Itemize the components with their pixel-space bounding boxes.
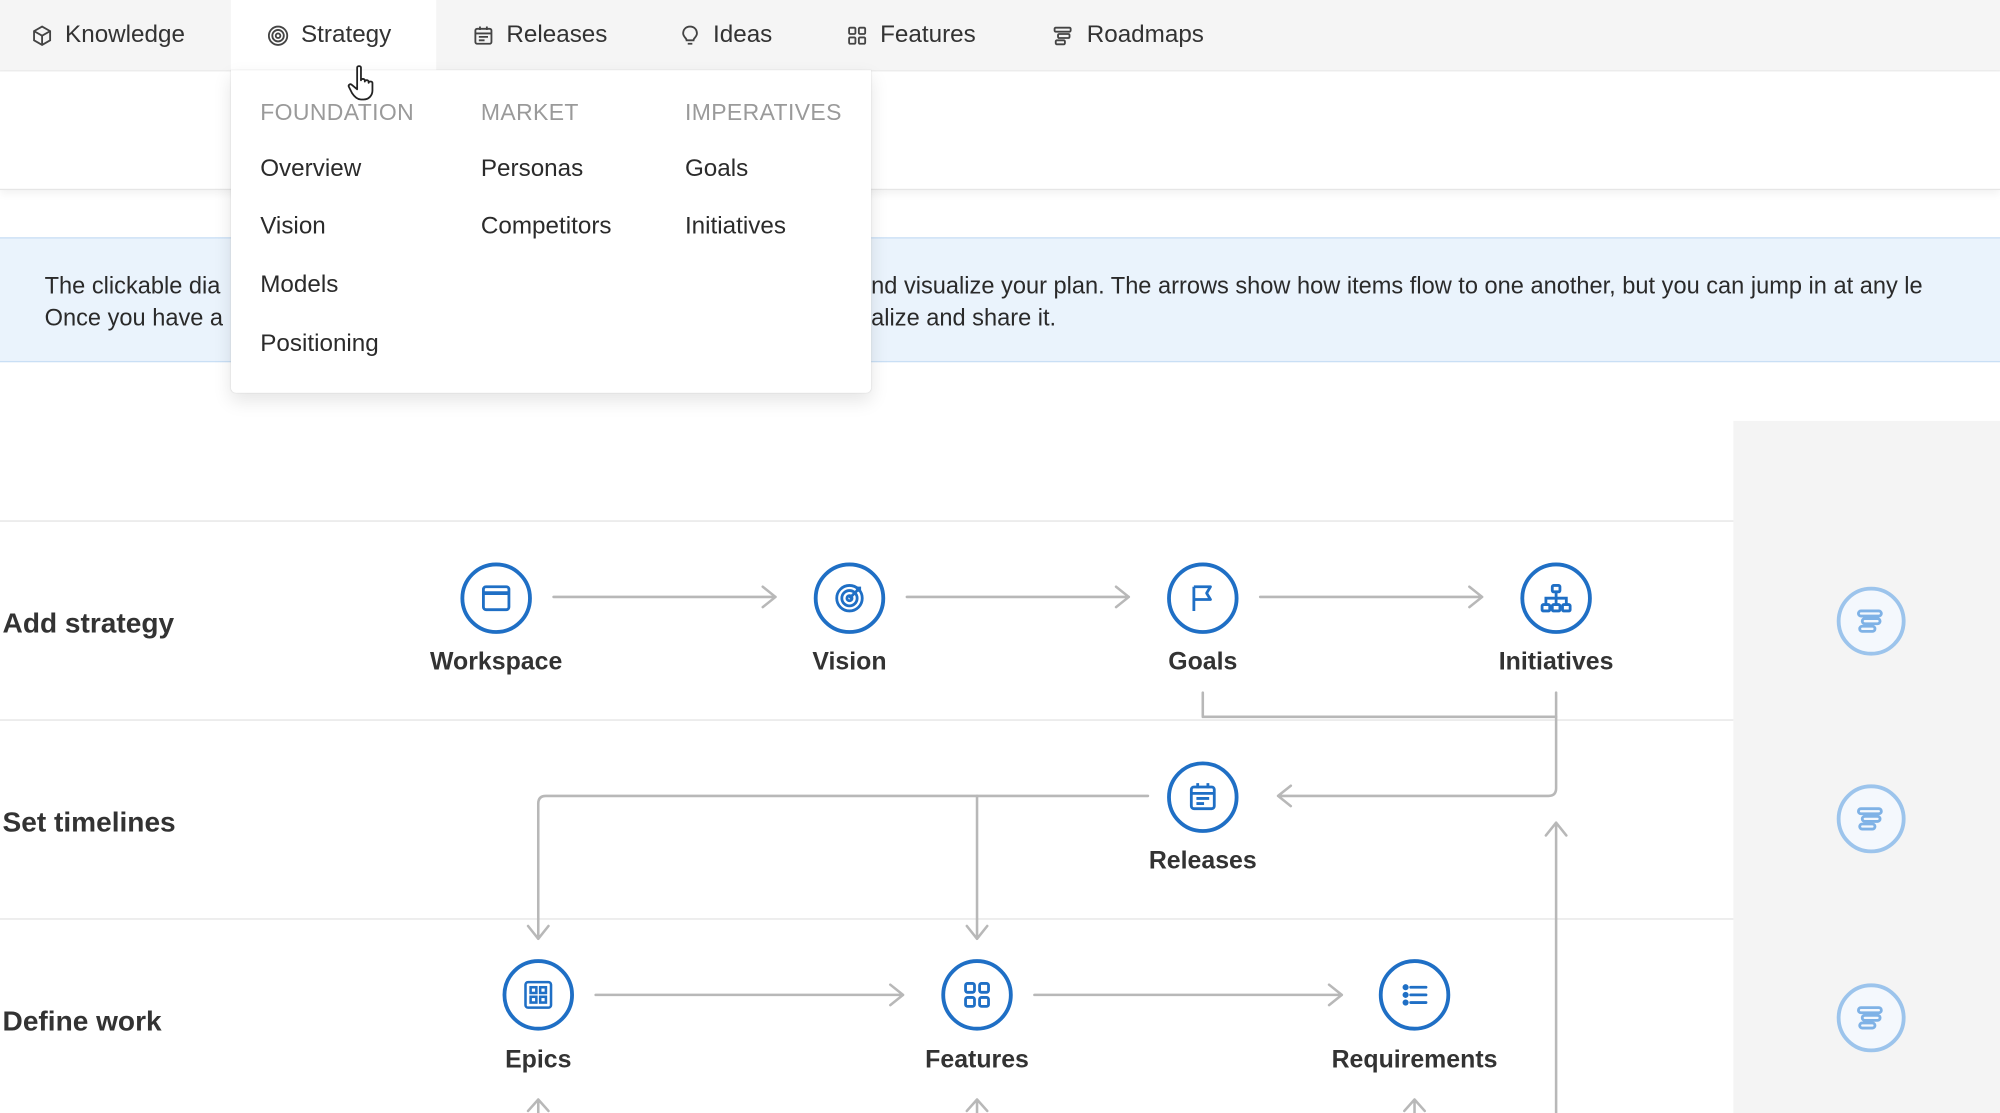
banner-line2-right: alize and share it. — [871, 303, 1057, 331]
connector-releases-features — [965, 794, 989, 941]
lightbulb-icon — [682, 24, 698, 45]
node-label-releases: Releases — [1148, 846, 1257, 875]
arrow-up-requirements — [1403, 1098, 1427, 1113]
banner-line2-left: Once you have a — [44, 303, 224, 331]
node-label-initiatives: Initiatives — [1498, 647, 1614, 677]
nav-label-ideas: Ideas — [713, 21, 773, 48]
arrow-features-requirements — [1033, 983, 1344, 1007]
node-workspace[interactable] — [460, 562, 532, 634]
arrow-epics-features — [594, 983, 905, 1007]
node-epics[interactable] — [502, 959, 574, 1031]
arrow-up-epics — [526, 1098, 550, 1113]
window-icon — [482, 585, 511, 612]
roadmap-icon — [1053, 26, 1072, 45]
connector-goals-join — [1201, 691, 1558, 719]
node-requirements[interactable] — [1378, 959, 1451, 1031]
node-goals[interactable] — [1167, 562, 1239, 634]
connector-releases-epics — [526, 794, 1150, 941]
node-label-requirements: Requirements — [1331, 1045, 1498, 1074]
list-icon — [1402, 984, 1428, 1006]
hierarchy-icon — [1540, 584, 1572, 613]
strategy-dropdown-menu: FOUNDATION Overview Vision Models Positi… — [230, 70, 872, 393]
nav-item-roadmaps[interactable]: Roadmaps — [1052, 0, 1204, 70]
nav-label-releases: Releases — [506, 21, 608, 48]
arrow-goals-initiatives — [1258, 585, 1484, 609]
menu-item-personas[interactable]: Personas — [480, 155, 584, 183]
row-divider — [0, 719, 1734, 721]
menu-item-positioning[interactable]: Positioning — [260, 330, 379, 358]
target-icon — [835, 584, 864, 613]
menu-item-models[interactable]: Models — [260, 271, 339, 299]
arrow-up-features — [965, 1098, 989, 1113]
banner-line1-left: The clickable dia — [44, 271, 221, 299]
nav-item-knowledge[interactable]: Knowledge — [31, 0, 185, 70]
node-label-epics: Epics — [505, 1045, 572, 1074]
node-label-workspace: Workspace — [430, 647, 563, 677]
nav-item-releases[interactable]: Releases — [472, 0, 607, 70]
nav-label-strategy: Strategy — [301, 21, 392, 48]
calendar-icon — [1189, 783, 1216, 811]
top-nav: Knowledge Strategy Releases Ideas F — [0, 0, 2000, 72]
menu-item-initiatives[interactable]: Initiatives — [684, 213, 786, 240]
calendar-icon — [474, 25, 493, 45]
grid-icon — [848, 26, 867, 45]
arrow-vision-goals — [905, 585, 1131, 609]
node-features[interactable] — [941, 959, 1013, 1031]
grid-icon — [964, 982, 990, 1008]
dropdown-heading-foundation: FOUNDATION — [260, 99, 415, 125]
node-label-vision: Vision — [812, 647, 887, 677]
menu-item-vision[interactable]: Vision — [260, 213, 326, 240]
nav-item-features[interactable]: Features — [846, 0, 976, 70]
target-icon — [267, 24, 289, 46]
roadmap-icon[interactable] — [1836, 784, 1906, 854]
node-initiatives[interactable] — [1520, 562, 1592, 634]
row-divider — [0, 520, 1734, 522]
row-label-define-work: Define work — [2, 1005, 162, 1037]
roadmap-icon[interactable] — [1836, 983, 1906, 1053]
nav-label-features: Features — [880, 21, 976, 48]
menu-item-overview[interactable]: Overview — [260, 155, 362, 183]
nav-label-roadmaps: Roadmaps — [1086, 21, 1204, 48]
row-label-set-timelines: Set timelines — [2, 806, 176, 839]
row-label-add-strategy: Add strategy — [2, 607, 175, 640]
arrow-workspace-vision — [552, 585, 777, 609]
epic-grid-icon — [524, 980, 553, 1009]
hand-cursor-icon — [347, 65, 374, 101]
menu-item-goals[interactable]: Goals — [684, 155, 749, 183]
node-releases[interactable] — [1167, 761, 1239, 833]
node-label-goals: Goals — [1168, 647, 1238, 677]
nav-label-knowledge: Knowledge — [65, 21, 185, 48]
row-divider — [0, 918, 1734, 920]
menu-item-competitors[interactable]: Competitors — [480, 213, 612, 240]
cube-icon — [33, 24, 52, 46]
roadmap-icon[interactable] — [1836, 586, 1906, 656]
dropdown-heading-imperatives: IMPERATIVES — [684, 99, 842, 125]
nav-item-strategy[interactable]: Strategy — [230, 0, 437, 71]
node-vision[interactable] — [813, 562, 886, 634]
flag-icon — [1192, 585, 1212, 611]
nav-item-ideas[interactable]: Ideas — [679, 0, 773, 70]
banner-line1-right: nd visualize your plan. The arrows show … — [871, 271, 1923, 299]
dropdown-heading-market: MARKET — [480, 99, 579, 125]
arrow-up-initiatives — [1544, 821, 1568, 1113]
node-label-features: Features — [925, 1045, 1029, 1074]
connector-initiatives-releases — [1276, 691, 1558, 808]
